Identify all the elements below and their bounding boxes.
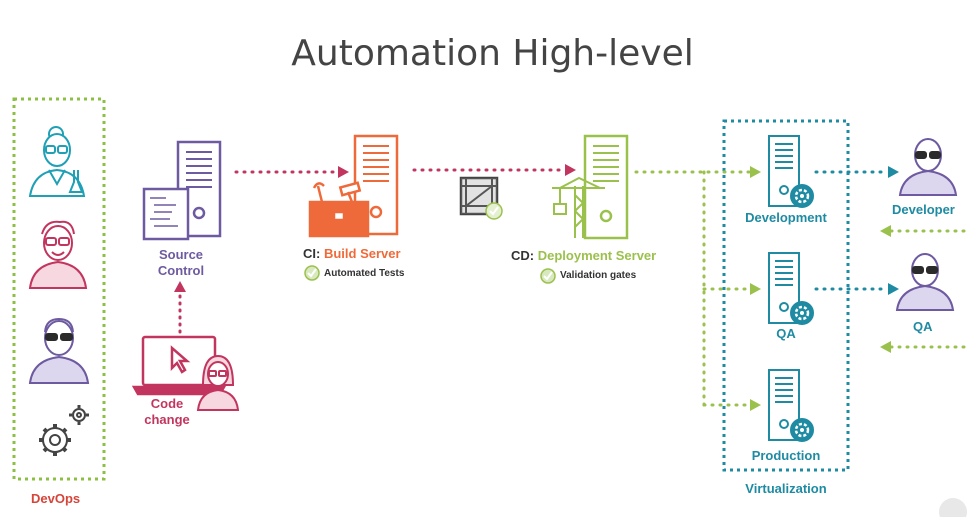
cd-name: Deployment Server [537,248,657,263]
code-change-line2: change [144,412,190,427]
cd-prefix: CD: [511,248,535,263]
check-icon [540,268,556,284]
corner-logo-icon [939,498,967,517]
ci-label: CI: Build Server [303,246,401,261]
code-change-label: Code change [132,396,202,428]
source-control-line2: Control [157,263,205,278]
developer-woman-icon [196,354,240,411]
toolbox-icon [308,181,370,238]
devops-frame [12,97,106,481]
source-control-label: Source Control [146,247,216,279]
qa-user-label: QA [913,319,933,334]
developer-label: Developer [892,202,955,217]
page-title: Automation High-level [291,33,694,74]
cd-label: CD: Deployment Server [511,248,656,263]
server-qa-icon [768,252,814,325]
crane-icon [552,176,605,238]
qa-user-icon [895,253,955,311]
source-control-line1: Source [158,247,204,262]
server-development-label: Development [745,210,827,225]
gears-icon [39,405,89,456]
scientist-icon [28,126,86,197]
virtualization-label: Virtualization [745,481,827,496]
server-production-icon [768,369,814,442]
person-sunglasses-icon [28,317,90,384]
developer-red-icon [28,220,88,289]
ci-prefix: CI: [303,246,321,261]
developer-user-icon [898,138,958,196]
devops-label: DevOps [31,491,81,506]
cd-note: Validation gates [560,270,637,281]
arrow-deploy-to-virtualization [634,170,752,407]
server-production-label: Production [751,448,821,463]
check-icon [304,265,320,281]
ci-note: Automated Tests [324,268,405,279]
source-control-server-icon [142,140,222,241]
server-qa-label: QA [776,326,796,341]
virtualization-frame [722,119,850,472]
package-crate-icon [459,176,503,220]
ci-name: Build Server [323,246,401,261]
code-change-line1: Code [150,396,184,411]
server-development-icon [768,135,814,208]
